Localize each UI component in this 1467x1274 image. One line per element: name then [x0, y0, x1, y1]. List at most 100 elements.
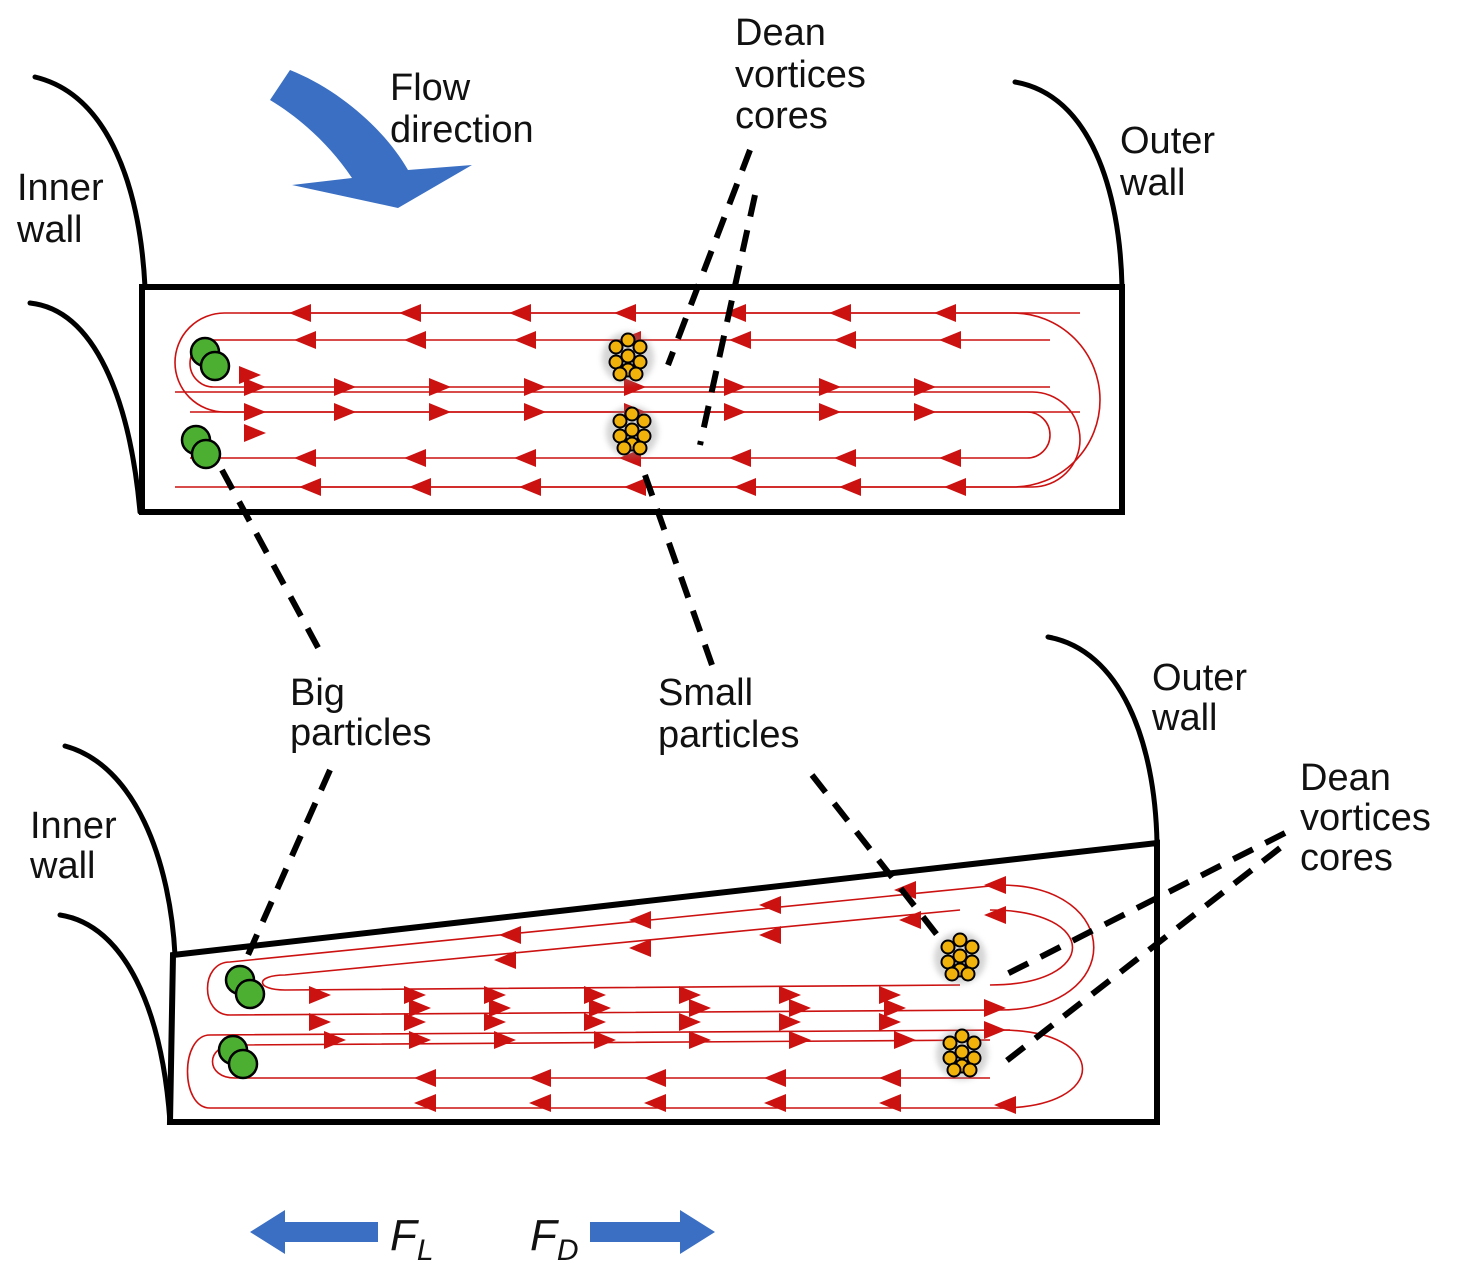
bottom-arrow-left — [499, 926, 521, 944]
top-lower-inner-loop — [190, 411, 1051, 459]
small-particle — [636, 413, 652, 429]
top-arrow-right — [429, 403, 451, 421]
flow-direction-arrow — [270, 70, 472, 208]
bottom-arrow-left — [494, 951, 516, 969]
bottom-arrow-right — [779, 1013, 801, 1031]
bottom-arrow-left — [759, 926, 781, 944]
bottom-arrow-right — [594, 1031, 616, 1049]
bottom-arrow-right — [404, 1013, 426, 1031]
bottom-arrow-right — [589, 999, 611, 1017]
big-particles-leader-top — [219, 468, 325, 657]
top-streamlines — [174, 304, 1101, 496]
bottom-arrow-left — [764, 1069, 786, 1087]
bottom-arrow-left — [899, 911, 921, 929]
bottom-arrow-right — [489, 999, 511, 1017]
bottom-channel-cross-section — [166, 839, 1160, 1125]
top-panel: Flow direction Inner wall Outer wall Dea… — [16, 12, 1215, 666]
bottom-arrow-right — [789, 999, 811, 1017]
top-arrow-right — [244, 378, 266, 396]
bottom-arrow-right — [789, 1031, 811, 1049]
top-arrow-left — [399, 304, 421, 322]
bottom-outer-wall-curve — [1045, 634, 1160, 846]
bottom-arrow-right — [884, 999, 906, 1017]
drag-force-label: FD — [530, 1211, 579, 1267]
bottom-arrow-right — [984, 999, 1006, 1017]
small-particle — [952, 932, 968, 948]
bottom-arrow-left — [764, 1094, 786, 1112]
small-particle — [962, 1062, 978, 1078]
top-arrow-right — [244, 424, 266, 442]
bottom-big-particles-lower — [217, 1034, 259, 1080]
top-arrow-left — [734, 478, 756, 496]
force-legend: FL FD — [250, 1210, 715, 1267]
bottom-small-particles-lower — [936, 1028, 988, 1080]
bottom-arrow-right — [584, 1013, 606, 1031]
top-arrow-left — [614, 304, 636, 322]
bottom-big-particles-upper — [224, 964, 266, 1010]
top-arrow-left — [299, 478, 321, 496]
bottom-arrow-left — [644, 1069, 666, 1087]
bottom-inner-wall-curve-lower — [57, 912, 173, 1125]
bottom-arrow-left — [984, 876, 1006, 894]
top-dean-leader-upper — [665, 148, 753, 367]
bottom-inner-wall-curve-upper — [62, 743, 178, 958]
top-arrow-right — [334, 403, 356, 421]
top-channel-cross-section — [139, 284, 1125, 515]
small-particle — [946, 1062, 962, 1078]
small-particle — [612, 366, 628, 382]
big-particles-leader-bottom — [245, 768, 333, 957]
small-particle — [612, 413, 628, 429]
flow-direction-label: Flow direction — [390, 67, 534, 151]
big-particle — [190, 438, 222, 470]
top-arrow-left — [404, 449, 426, 467]
small-particle — [616, 440, 632, 456]
bottom-small-particles-upper — [934, 932, 986, 984]
top-arrow-left — [724, 304, 746, 322]
top-arrow-left — [834, 331, 856, 349]
small-particle — [608, 339, 624, 355]
big-particles-label: Big particles — [290, 672, 432, 754]
top-arrow-right — [819, 403, 841, 421]
small-particle — [632, 440, 648, 456]
top-arrow-right — [724, 378, 746, 396]
small-particle — [954, 1044, 970, 1060]
top-inner-wall-label: Inner wall — [16, 167, 114, 251]
bottom-arrow-left — [414, 1094, 436, 1112]
bottom-arrow-right — [409, 1031, 431, 1049]
bottom-dean-vortices-label: Dean vortices cores — [1300, 757, 1441, 879]
top-arrow-left — [514, 449, 536, 467]
bottom-arrow-left — [759, 896, 781, 914]
small-particle — [942, 1035, 958, 1051]
bottom-arrow-left — [629, 911, 651, 929]
small-particles-leader-top — [642, 474, 715, 666]
top-inner-wall-curve-lower — [27, 300, 143, 515]
bottom-arrow-right — [679, 986, 701, 1004]
small-particle — [624, 422, 640, 438]
bottom-arrow-right — [309, 1013, 331, 1031]
bottom-inner-wall-label: Inner wall — [29, 805, 127, 887]
small-particle — [966, 1035, 982, 1051]
top-arrow-right — [524, 403, 546, 421]
top-dean-vortices-label: Dean vortices cores — [735, 12, 876, 137]
top-arrow-left — [944, 478, 966, 496]
bottom-upper-outer-loop — [206, 884, 1001, 1016]
small-particle — [620, 332, 636, 348]
bottom-arrow-right — [689, 999, 711, 1017]
bottom-lower-outer-loop — [186, 1029, 1011, 1109]
big-particle — [199, 350, 231, 382]
bottom-arrow-left — [529, 1094, 551, 1112]
big-particle — [227, 1048, 259, 1080]
small-particle — [944, 966, 960, 982]
bottom-upper-inner-loop — [261, 909, 961, 991]
bottom-right-upper-inner-curve — [989, 909, 1074, 986]
top-arrow-left — [939, 331, 961, 349]
top-arrow-right — [914, 378, 936, 396]
lift-force-arrow — [250, 1210, 378, 1254]
bottom-right-upper-curve — [999, 884, 1095, 1011]
top-arrow-right — [724, 403, 746, 421]
bottom-arrow-right — [409, 999, 431, 1017]
top-arrow-left — [409, 478, 431, 496]
top-arrow-left — [829, 304, 851, 322]
top-arrow-left — [834, 449, 856, 467]
